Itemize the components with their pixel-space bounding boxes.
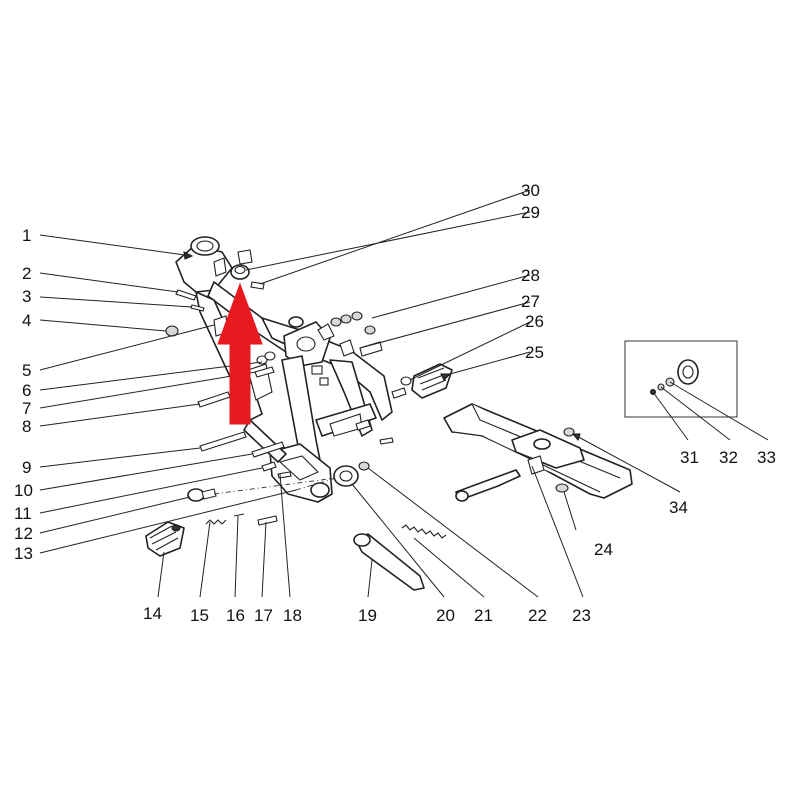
callout-17: 17	[254, 606, 273, 625]
callout-23: 23	[572, 606, 591, 625]
inset-detail-box	[624, 340, 738, 418]
left-footpeg-drawing	[145, 521, 185, 557]
callout-3: 3	[22, 287, 31, 306]
callout-22: 22	[528, 606, 547, 625]
callout-7: 7	[22, 399, 31, 418]
callout-13: 13	[14, 544, 33, 563]
side-stand-drawing	[353, 524, 447, 591]
callout-4: 4	[22, 311, 31, 330]
callout-31: 31	[680, 448, 699, 467]
red-up-arrow-icon	[217, 282, 263, 425]
small-parts	[165, 249, 407, 526]
callout-12: 12	[14, 524, 33, 543]
callout-21: 21	[474, 606, 493, 625]
callout-30: 30	[521, 181, 540, 200]
callout-8: 8	[22, 417, 31, 436]
callout-24: 24	[594, 540, 613, 559]
callout-29: 29	[521, 203, 540, 222]
right-footpeg-drawing	[400, 363, 453, 399]
callout-27: 27	[521, 292, 540, 311]
callout-9: 9	[22, 458, 31, 477]
callout-14: 14	[143, 604, 162, 623]
swingarm-drawing	[443, 403, 633, 502]
callout-2: 2	[22, 264, 31, 283]
callout-6: 6	[22, 381, 31, 400]
callout-16: 16	[226, 606, 245, 625]
callout-19: 19	[358, 606, 377, 625]
callout-10: 10	[14, 481, 33, 500]
callout-32: 32	[719, 448, 738, 467]
callout-5: 5	[22, 361, 31, 380]
callout-18: 18	[283, 606, 302, 625]
callout-1: 1	[22, 226, 31, 245]
callout-labels: 1 2 3 4 5 6 7 8 9 10 11 12 13 14 15 16 1…	[14, 181, 776, 625]
callout-25: 25	[525, 343, 544, 362]
callout-28: 28	[521, 266, 540, 285]
callout-15: 15	[190, 606, 209, 625]
callout-33: 33	[757, 448, 776, 467]
leader-lines	[39, 189, 769, 598]
callout-34: 34	[669, 498, 688, 517]
callout-26: 26	[525, 312, 544, 331]
callout-20: 20	[436, 606, 455, 625]
callout-11: 11	[14, 504, 32, 523]
main-frame-drawing	[175, 236, 393, 503]
